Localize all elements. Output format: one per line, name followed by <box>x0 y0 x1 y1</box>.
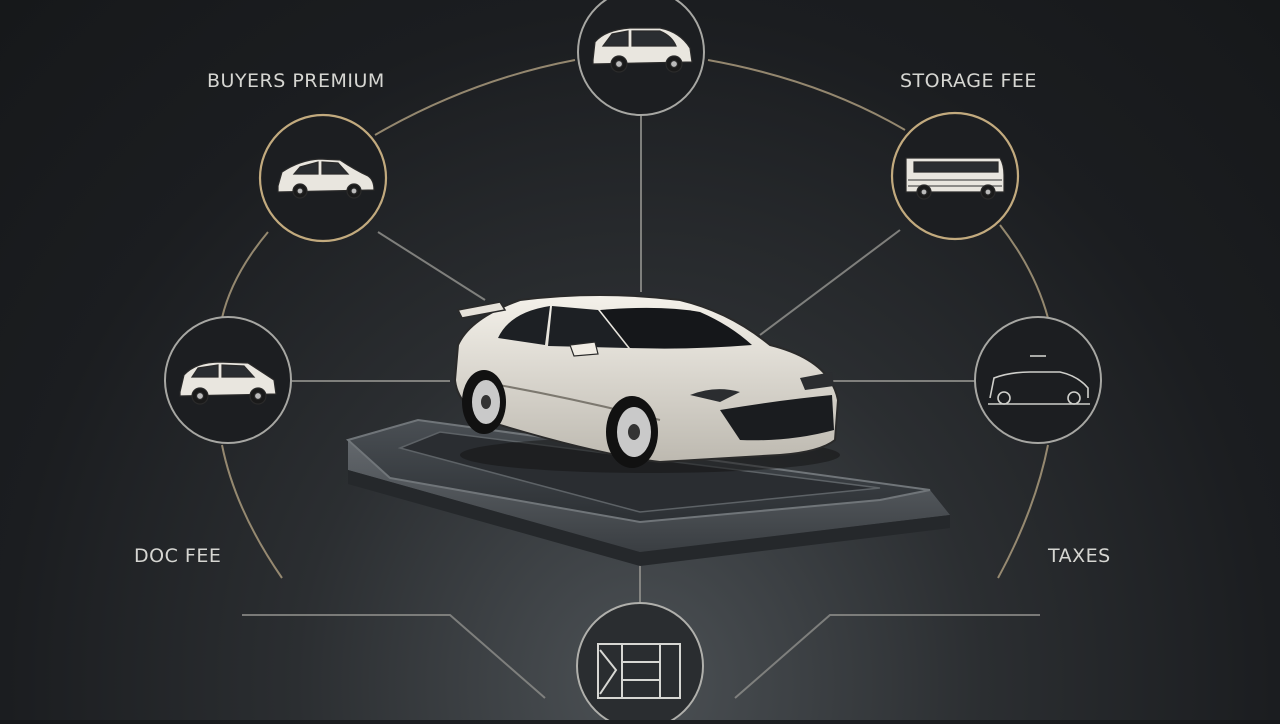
node-bottom <box>576 602 704 724</box>
car-outline-icon <box>988 355 1090 405</box>
node-upper-left <box>258 113 388 243</box>
node-mid-left <box>164 316 292 444</box>
node-upper-right <box>890 111 1020 241</box>
storage-fee-label: STORAGE FEE <box>900 70 1037 92</box>
rear-wheel <box>462 370 506 434</box>
node-mid-right <box>974 316 1102 444</box>
center-car <box>453 294 840 473</box>
node-top <box>577 0 705 116</box>
outer-ring <box>221 59 1049 579</box>
sedan-car-icon <box>277 158 375 199</box>
doc-fee-label: DOC FEE <box>134 545 222 567</box>
hatchback-car-icon <box>592 27 693 73</box>
connector-lines <box>292 110 975 605</box>
compact-car-icon <box>179 361 277 405</box>
bottom-lines <box>242 614 1040 699</box>
van-icon <box>905 157 1005 200</box>
buyers-premium-label: BUYERS PREMIUM <box>207 70 385 92</box>
taxes-label: TAXES <box>1048 545 1111 567</box>
front-wheel <box>606 396 658 468</box>
document-box-icon <box>597 643 681 699</box>
